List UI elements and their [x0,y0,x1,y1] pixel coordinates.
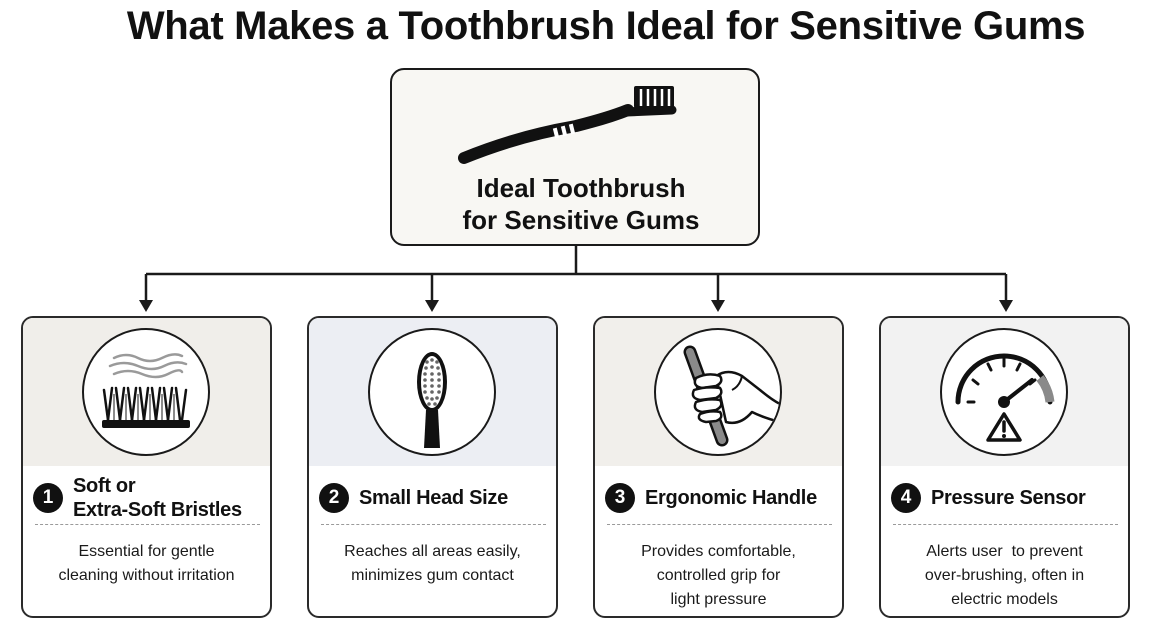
dashed-divider [35,524,260,525]
toothbrush-icon [458,86,677,164]
card-heading: 4 Pressure Sensor [891,470,1127,526]
arrow-head [139,300,153,312]
central-concept-label: Ideal Toothbrush for Sensitive Gums [462,173,700,235]
soft-bristles-icon [82,328,210,456]
pressure-gauge-icon [940,328,1068,456]
step-number-badge: 2 [319,483,349,513]
arrow-head [425,300,439,312]
card-description: Alerts user to prevent over-brushing, of… [924,543,1085,608]
dashed-divider [893,524,1118,525]
dashed-divider [607,524,832,525]
feature-card-pressure-sensor: 4 Pressure Sensor Alerts user to prevent… [879,316,1130,618]
arrow-head [711,300,725,312]
card-heading: 2 Small Head Size [319,470,555,526]
central-concept-box: Ideal Toothbrush for Sensitive Gums [390,68,760,246]
card-description: Provides comfortable, controlled grip fo… [641,543,796,608]
step-number-badge: 1 [33,483,63,513]
arrow-head [999,300,1013,312]
dashed-divider [321,524,546,525]
feature-card-small-head: 2 Small Head Size Reaches all areas easi… [307,316,558,618]
card-heading: 1 Soft or Extra-Soft Bristles [33,470,269,526]
page-title: What Makes a Toothbrush Ideal for Sensit… [126,4,1086,48]
feature-card-ergonomic-handle: 3 Ergonomic Handle Provides comfortable,… [593,316,844,618]
card-description: Essential for gentle cleaning without ir… [58,543,235,584]
card-heading: 3 Ergonomic Handle [605,470,841,526]
card-description: Reaches all areas easily, minimizes gum … [344,543,521,584]
feature-card-soft-bristles: 1 Soft or Extra-Soft Bristles Essential … [21,316,272,618]
small-brush-head-icon [368,328,496,456]
step-number-badge: 4 [891,483,921,513]
hand-grip-icon [654,328,782,456]
step-number-badge: 3 [605,483,635,513]
